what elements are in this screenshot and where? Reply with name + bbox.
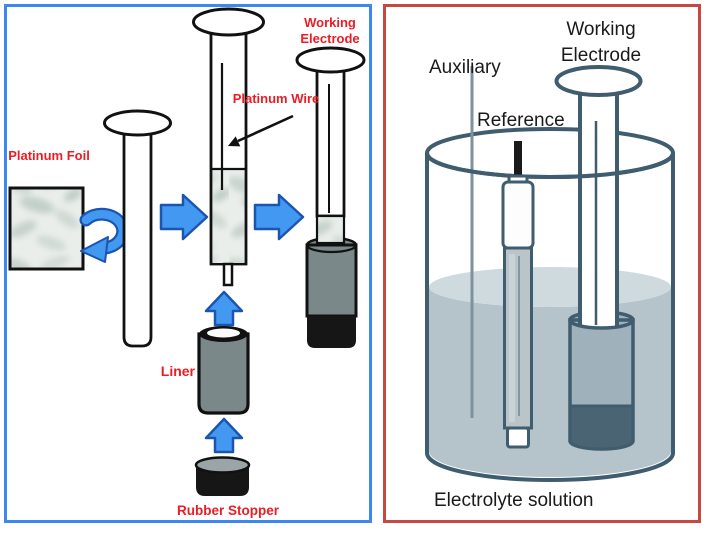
platinum-foil-square <box>8 186 85 271</box>
liner-front-rim <box>568 319 635 330</box>
cell-panel: Working Electrode Auxiliary Reference El… <box>383 4 701 523</box>
auxiliary-label: Auxiliary <box>429 57 501 78</box>
rubber-stopper-label: Rubber Stopper <box>176 503 279 518</box>
right-arrow-icon <box>159 193 209 241</box>
roll-arrow-icon <box>79 207 130 263</box>
fabrication-diagram <box>8 7 366 496</box>
assembled-working-electrode <box>295 46 366 348</box>
wire-pointer-arrow <box>228 114 294 147</box>
fabrication-panel: Platinum Foil Platinum Wire Working Elec… <box>4 4 372 523</box>
liner-cylinder <box>197 326 250 415</box>
liner-label: Liner <box>160 363 195 379</box>
reference-tip <box>506 426 530 449</box>
working-electrode-liner <box>568 310 635 451</box>
tube-with-wire-and-foil <box>192 7 265 287</box>
up-arrow-icon <box>204 290 244 327</box>
platinum-wire-label: Platinum Wire <box>232 91 320 106</box>
glass-tube <box>103 109 172 348</box>
working-electrode-tube <box>554 65 643 327</box>
working-electrode-label: Working Electrode <box>560 19 642 66</box>
cell-diagram <box>425 65 675 482</box>
reference-label: Reference <box>477 110 565 131</box>
up-arrow-icon <box>204 417 244 454</box>
platinum-foil-label: Platinum Foil <box>8 148 90 163</box>
electrolyte-solution-label: Electrolyte solution <box>434 490 594 511</box>
working-electrode-label: Working Electrode <box>300 15 360 46</box>
rubber-stopper <box>194 456 251 496</box>
right-arrow-icon <box>253 193 305 241</box>
reference-electrode <box>501 141 535 449</box>
beaker-front-rim <box>425 152 675 179</box>
reference-wire <box>514 141 522 181</box>
